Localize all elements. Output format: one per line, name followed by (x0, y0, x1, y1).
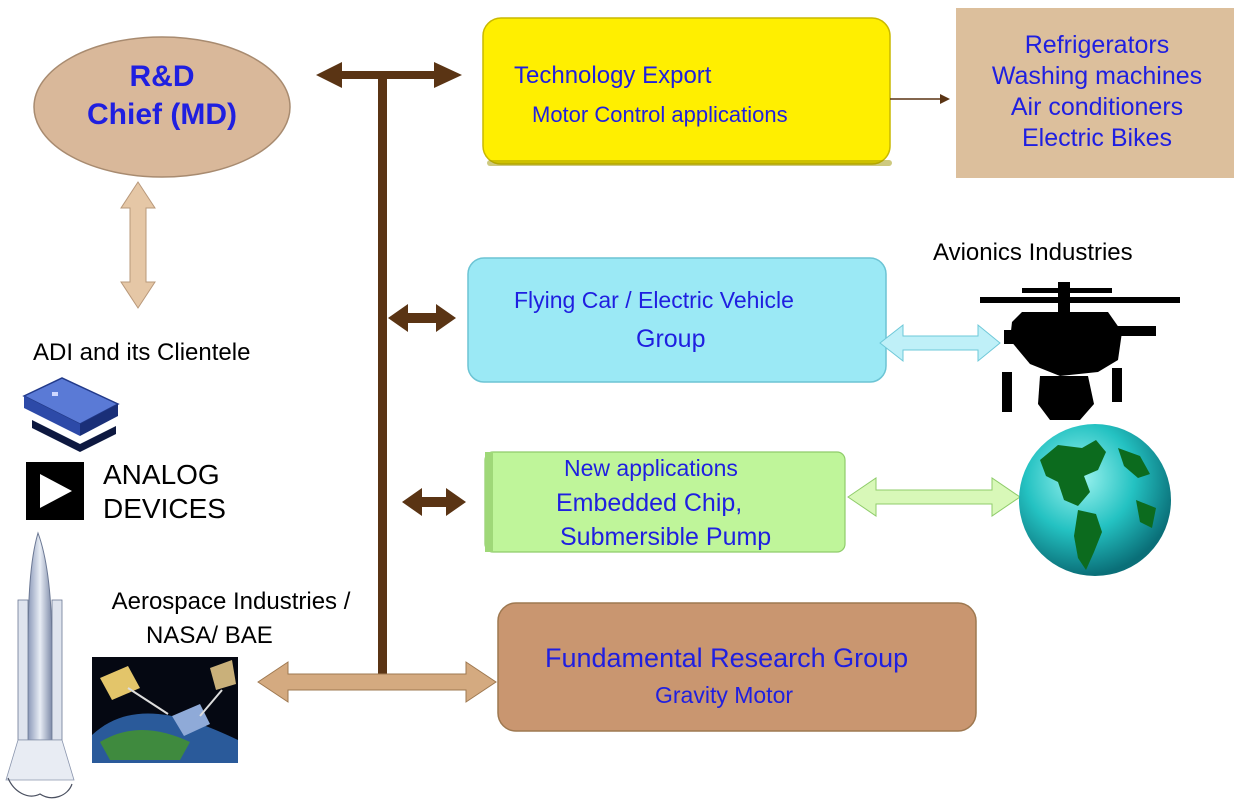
new-apps-line3: Submersible Pump (560, 523, 772, 551)
tech-export-box (482, 17, 891, 165)
flying-avionics-arrow (879, 323, 1001, 363)
bus-new-apps-arrow (402, 488, 466, 516)
tech-export-subtitle: Motor Control applications (532, 102, 788, 127)
appliance-item: Electric Bikes (1021, 124, 1173, 152)
tech-appliance-arrow (890, 94, 950, 104)
aerospace-fundamental-arrow (257, 661, 497, 703)
globe-icon (1019, 424, 1171, 576)
fundamental-box (497, 602, 977, 732)
chief-bus-arrow (316, 62, 462, 88)
appliance-item: Refrigerators (1024, 31, 1170, 59)
bus-flying-car-arrow (388, 304, 456, 332)
flying-car-title: Flying Car / Electric Vehicle (514, 287, 794, 313)
chief-line2: Chief (MD) (87, 98, 237, 131)
fundamental-subtitle: Gravity Motor (655, 682, 794, 708)
chief-ellipse (33, 36, 291, 178)
adi-label: ADI and its Clientele (33, 339, 251, 366)
flying-car-box (467, 257, 887, 383)
flying-car-subtitle: Group (636, 325, 706, 353)
play-logo-icon (26, 462, 84, 520)
aerospace-line2: NASA/ BAE (146, 622, 273, 649)
appliance-item: Washing machines (991, 62, 1203, 90)
analog-devices-label: ANALOG DEVICES (103, 458, 226, 526)
tech-export-title: Technology Export (514, 62, 712, 89)
analog-devices-line2: DEVICES (103, 493, 226, 524)
new-apps-line2: Embedded Chip, (556, 489, 743, 517)
chip-icon (22, 377, 120, 452)
fundamental-title: Fundamental Research Group (545, 643, 909, 673)
aerospace-line1: Aerospace Industries / (111, 588, 351, 615)
satellite-photo-icon (92, 657, 238, 763)
appliances-box (956, 8, 1234, 178)
vertical-bus-line (378, 75, 387, 685)
chief-line1: R&D (129, 60, 195, 93)
aerospace-label: Aerospace Industries / NASA/ BAE (76, 585, 386, 653)
new-apps-line1: New applications (564, 455, 738, 481)
analog-devices-line1: ANALOG (103, 459, 220, 490)
chief-label: R&D Chief (MD) (58, 58, 266, 134)
appliance-item: Air conditioners (1010, 93, 1184, 121)
chief-adi-arrow (120, 181, 156, 309)
appliances-list: Refrigerators Washing machines Air condi… (956, 30, 1238, 154)
avionics-label: Avionics Industries (933, 239, 1133, 266)
helicopter-icon (980, 282, 1180, 420)
new-apps-globe-arrow (847, 477, 1021, 517)
rocket-icon (5, 531, 75, 799)
